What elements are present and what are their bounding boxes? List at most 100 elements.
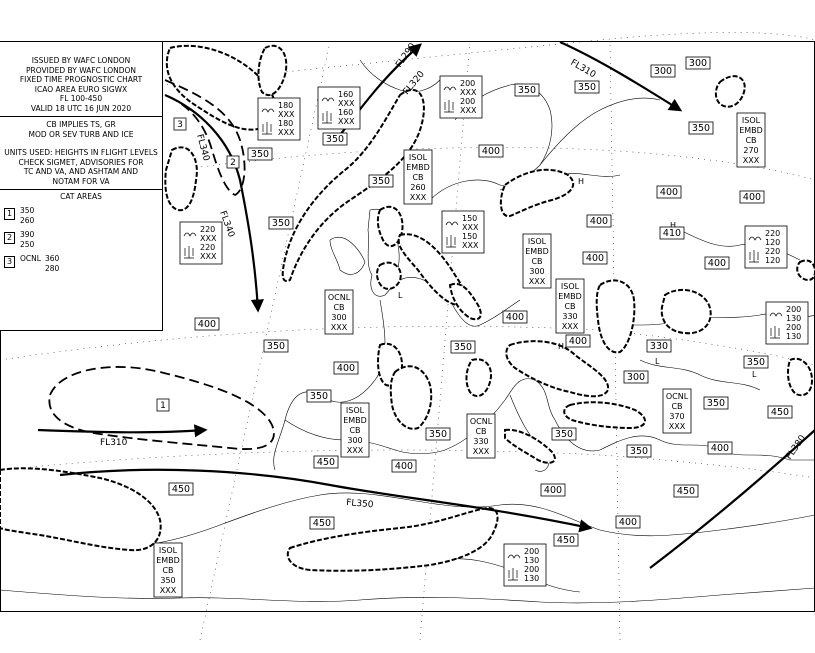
- cb-info-boxes: ISOLEMBDCB260XXXISOLEMBDCB270XXXISOLEMBD…: [153, 112, 766, 598]
- tropopause-value: 400: [743, 192, 761, 203]
- turb-box-line: XXX: [200, 252, 217, 261]
- tropopause-value: 410: [663, 228, 681, 239]
- cb-box-line: CB: [333, 303, 344, 312]
- issue-line: FL 100-450: [59, 94, 103, 103]
- turbulence-icon: [261, 108, 275, 113]
- cb-box-line: 330: [473, 437, 488, 446]
- cat-area-number: 1: [4, 207, 15, 220]
- cat-base: 280: [44, 263, 60, 273]
- cb-box-line: 270: [743, 146, 758, 155]
- tropopause-height: 350: [263, 339, 289, 353]
- tropopause-value: 350: [555, 429, 573, 440]
- tropopause-value: 450: [557, 535, 575, 546]
- jet-level-label: FL350: [346, 498, 374, 510]
- issue-line: ISSUED BY WAFC LONDON: [31, 56, 131, 65]
- tropopause-value: 400: [619, 517, 637, 528]
- turbulence-icon: [748, 236, 762, 241]
- low-centre: L: [655, 357, 660, 366]
- turb-box-line: XXX: [200, 234, 217, 243]
- turb-box-line: XXX: [338, 99, 355, 108]
- tropopause-height: 450: [673, 484, 699, 498]
- note-line: CHECK SIGMET, ADVISORIES FOR: [18, 157, 144, 167]
- issue-line: FIXED TIME PROGNOSTIC CHART: [19, 75, 143, 84]
- cb-box-line: EMBD: [558, 292, 582, 301]
- tropopause-value: 400: [198, 319, 216, 330]
- cat-top: 360: [44, 253, 60, 263]
- tropopause-height: 350: [574, 80, 600, 94]
- tropopause-value: 350: [251, 149, 269, 160]
- tropopause-height: 400: [391, 459, 417, 473]
- cb-box-line: XXX: [473, 447, 490, 456]
- tropopause-height: 330: [646, 339, 672, 353]
- turb-box-line: 160: [338, 90, 353, 99]
- tropopause-height: 450: [553, 533, 579, 547]
- graticule: [0, 32, 815, 641]
- tropopause-height: 400: [704, 256, 730, 270]
- cb-box-line: 260: [410, 183, 425, 192]
- cb-box-line: XXX: [669, 422, 686, 431]
- turb-box-line: 220: [765, 229, 780, 238]
- turb-box-line: 180: [278, 119, 293, 128]
- turbulence-icon: [183, 232, 197, 237]
- turb-box-line: XXX: [460, 106, 477, 115]
- turb-box-line: 200: [786, 305, 801, 314]
- turb-box-line: 130: [786, 314, 801, 323]
- tropopause-value: 300: [627, 372, 645, 383]
- tropopause-height: 350: [551, 427, 577, 441]
- tropopause-value: 350: [454, 342, 472, 353]
- icing-icon: [508, 568, 518, 581]
- cb-cloud-areas: [0, 44, 815, 572]
- cb-box-line: XXX: [347, 446, 364, 455]
- tropopause-value: 400: [660, 187, 678, 198]
- high-centre: H: [670, 221, 676, 230]
- tropopause-height: 350: [450, 340, 476, 354]
- tropopause-height: 450: [309, 516, 335, 530]
- tropopause-value: 400: [569, 336, 587, 347]
- tropopause-value: 350: [630, 446, 648, 457]
- tropopause-height: 400: [656, 185, 682, 199]
- tropopause-height: 300: [623, 370, 649, 384]
- turbulence-icon: [445, 221, 459, 226]
- cb-box-line: 350: [160, 576, 175, 585]
- tropopause-height: 450: [168, 482, 194, 496]
- cb-box-line: EMBD: [739, 126, 763, 135]
- tropopause-height: 400: [707, 441, 733, 455]
- tropopause-height: 350: [247, 147, 273, 161]
- tropopause-value: 450: [771, 407, 789, 418]
- turb-box-line: 200: [786, 323, 801, 332]
- turb-box-line: XXX: [278, 128, 295, 137]
- icing-icon: [749, 250, 759, 263]
- tropopause-height: 350: [368, 174, 394, 188]
- cb-box-line: CB: [349, 426, 360, 435]
- tropopause-value: 300: [654, 66, 672, 77]
- tropopause-value: 450: [317, 457, 335, 468]
- icing-icon: [446, 235, 456, 248]
- cat-area-label: 1: [156, 398, 170, 412]
- cb-box-line: EMBD: [156, 556, 180, 565]
- turb-box-line: 220: [200, 225, 215, 234]
- tropopause-height: 300: [685, 56, 711, 70]
- turb-box-line: 120: [765, 238, 780, 247]
- turb-box-line: 130: [786, 332, 801, 341]
- tropopause-value: 350: [326, 134, 344, 145]
- note-line: UNITS USED: HEIGHTS IN FLIGHT LEVELS: [4, 148, 158, 157]
- cb-box-line: ISOL: [561, 282, 580, 291]
- turb-box-line: 150: [462, 214, 477, 223]
- cat-area-label: 3: [173, 117, 187, 131]
- turb-box-line: 200: [460, 97, 475, 106]
- cat-area-boundaries: [48, 79, 275, 450]
- tropopause-value: 450: [172, 484, 190, 495]
- tropopause-value: 400: [506, 312, 524, 323]
